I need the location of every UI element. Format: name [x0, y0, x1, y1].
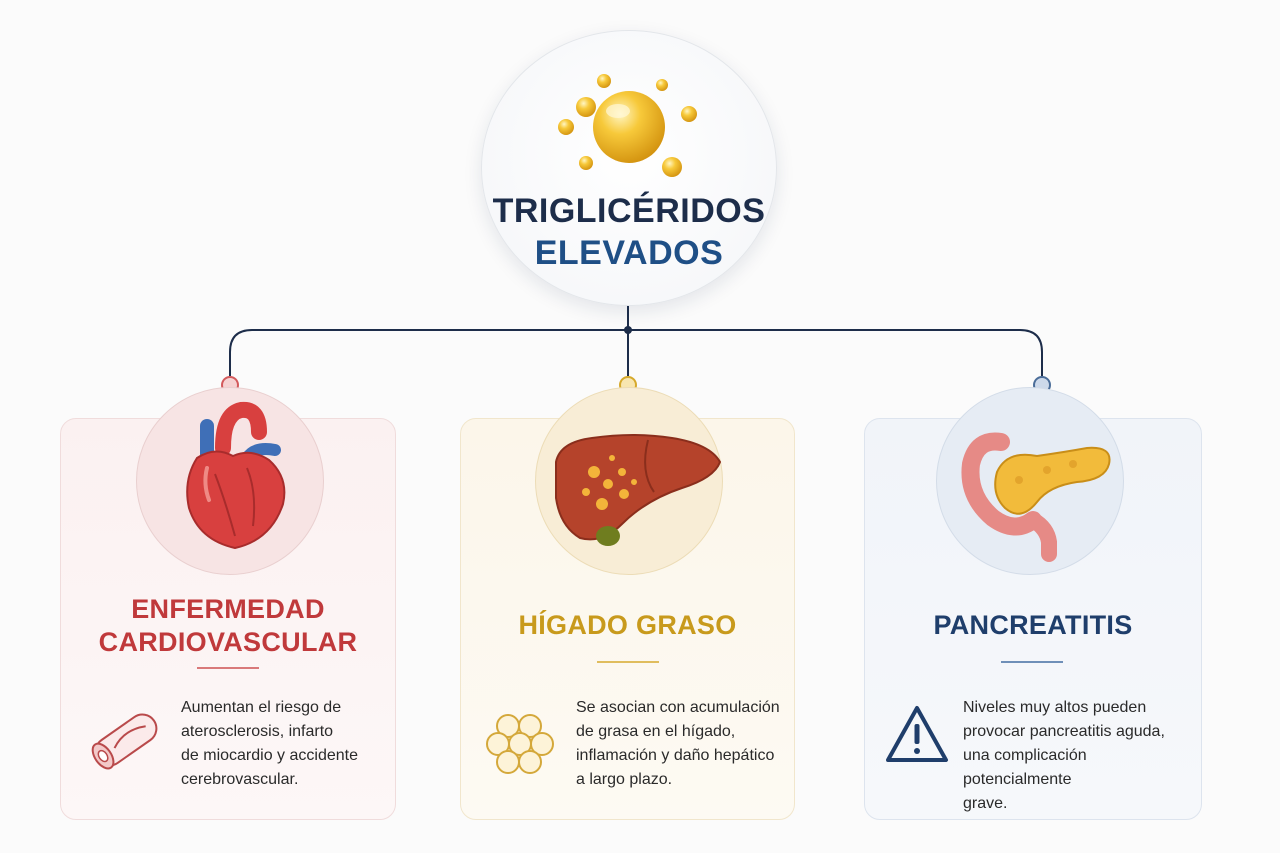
- pancreatitis-title: PANCREATITIS: [933, 610, 1133, 640]
- divider-red: [197, 667, 259, 669]
- fat-cells-icon: [486, 714, 554, 774]
- liver-icon: [555, 434, 722, 546]
- divider-blue: [1001, 661, 1063, 663]
- heart-icon: [186, 401, 286, 550]
- pancreas-icon: [961, 432, 1111, 562]
- fatty-liver-description: Se asocian con acumulación de grasa en e…: [576, 699, 780, 788]
- fat-droplets-icon: [558, 74, 697, 177]
- warning-icon: [886, 706, 948, 762]
- main-topic-circle: TRIGLICÉRIDOS ELEVADOS: [481, 30, 777, 306]
- pancreatitis-description: Niveles muy altos pueden provocar pancre…: [963, 699, 1165, 812]
- divider-yellow: [597, 661, 659, 663]
- fatty-liver-title: HÍGADO GRASO: [518, 610, 737, 640]
- artery-icon: [91, 713, 158, 770]
- pancreas-circle: [936, 387, 1124, 575]
- heart-circle: [136, 387, 324, 575]
- cardiovascular-description: Aumentan el riesgo de aterosclerosis, in…: [181, 699, 358, 788]
- main-title-line2: ELEVADOS: [534, 234, 724, 272]
- main-title-line1: TRIGLICÉRIDOS: [492, 192, 766, 230]
- liver-circle: [535, 387, 723, 575]
- cardiovascular-title: ENFERMEDAD CARDIOVASCULAR: [98, 594, 358, 657]
